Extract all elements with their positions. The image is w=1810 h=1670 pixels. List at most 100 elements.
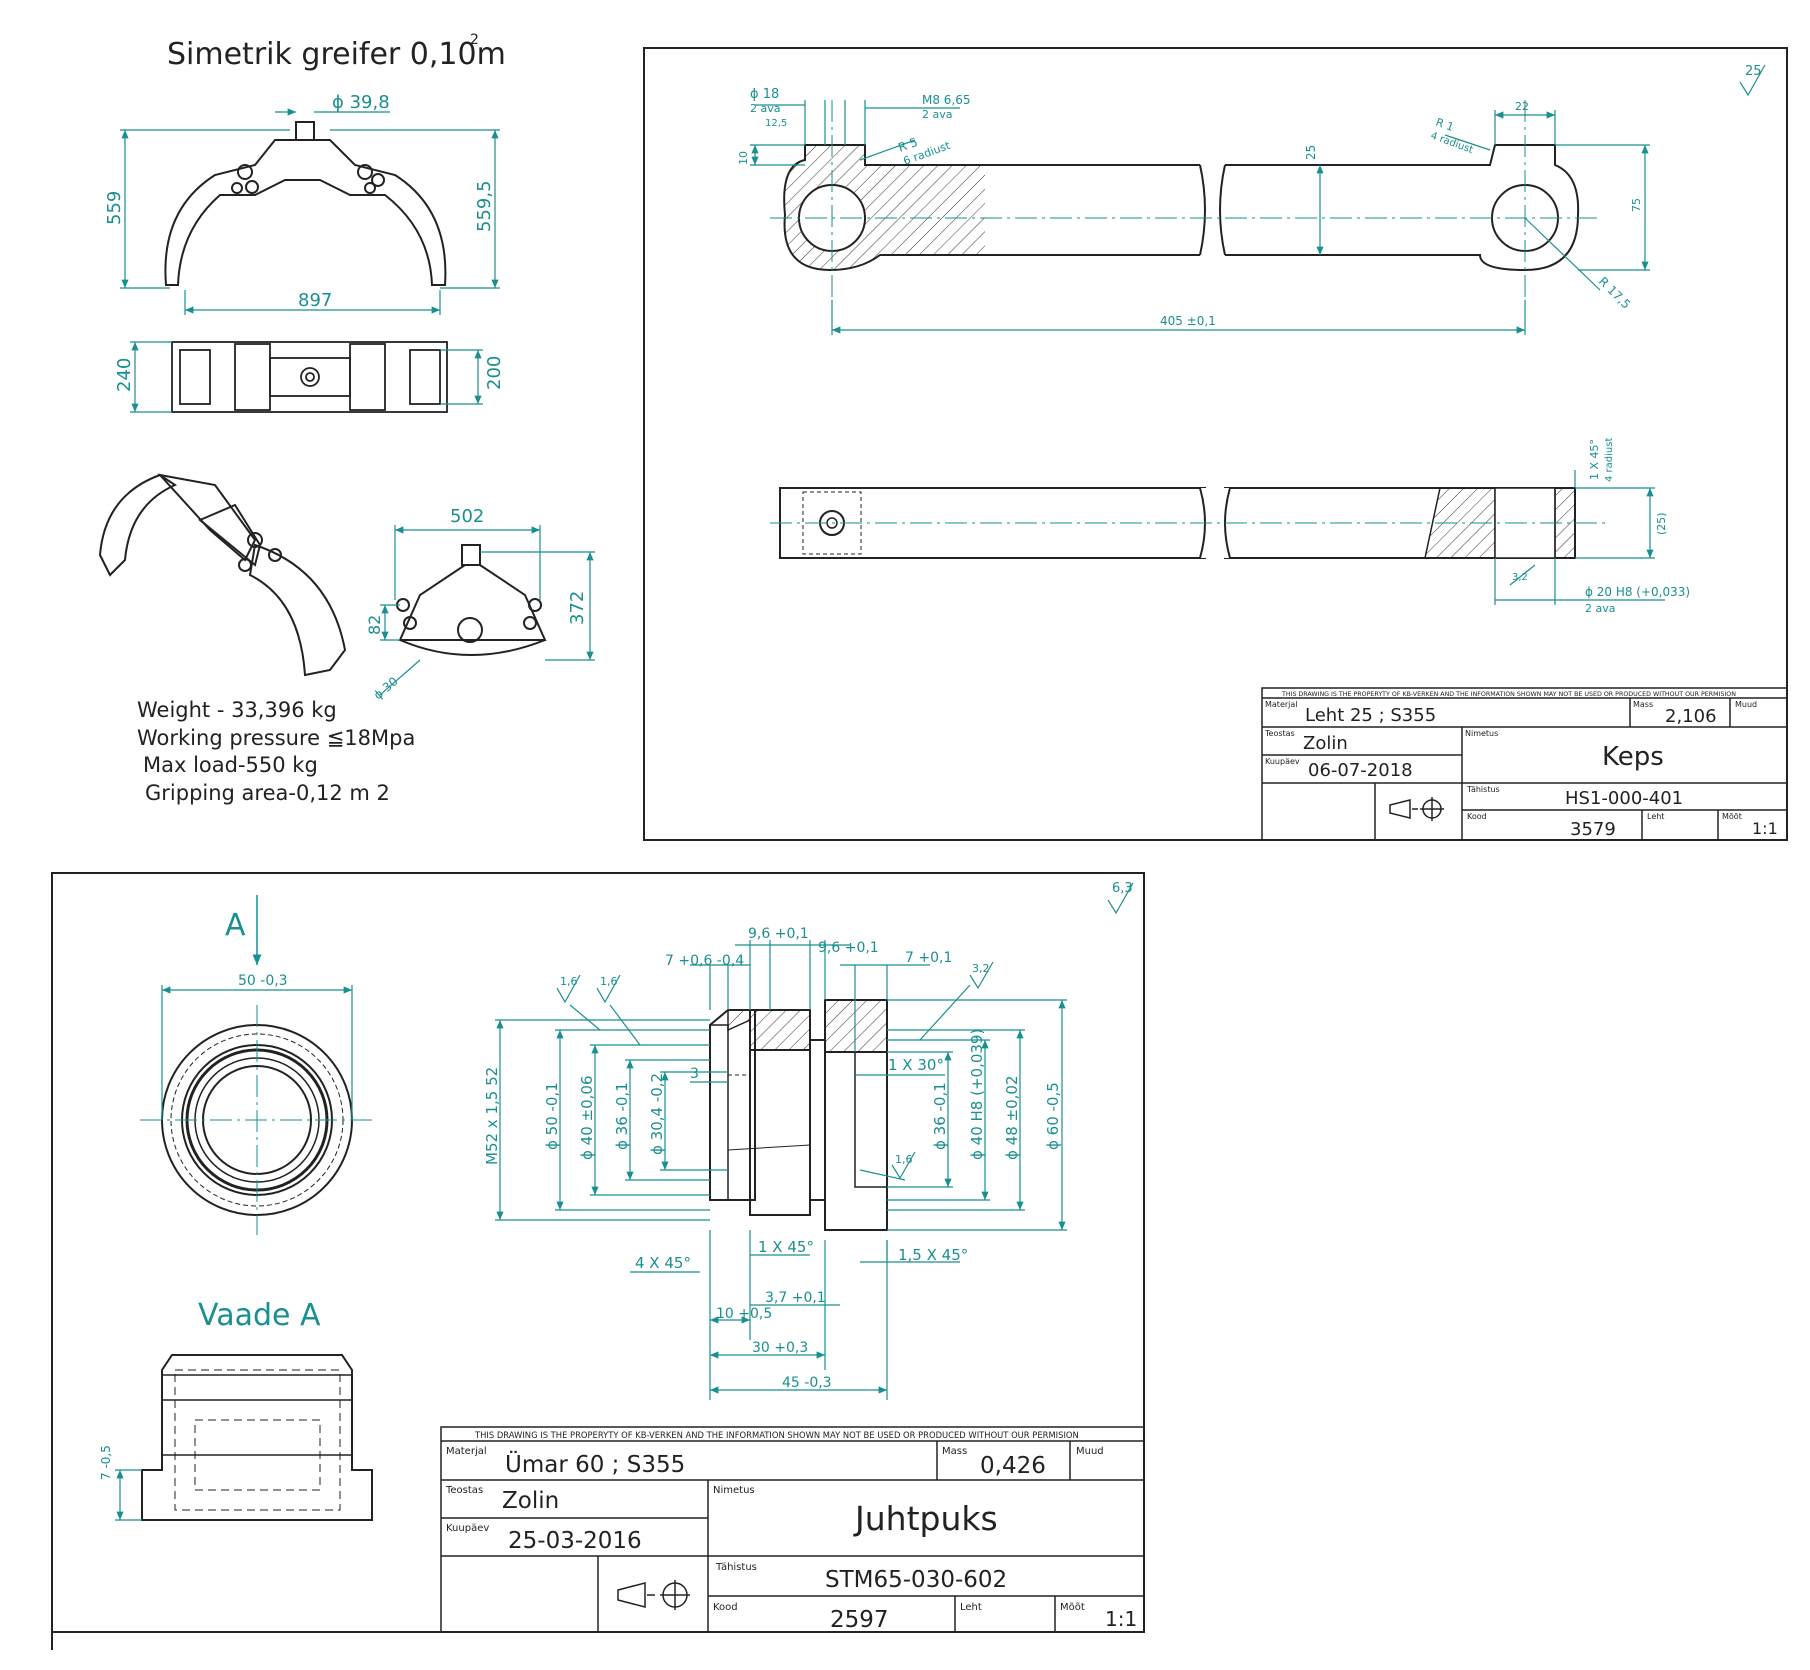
keps-tb-lbl-teostas: Teostas bbox=[1264, 729, 1295, 738]
juhtpuks-tb-lbl-teostas: Teostas bbox=[445, 1485, 483, 1496]
juhtpuks-dim-4x45: 4 X 45° bbox=[635, 1254, 691, 1272]
keps-dim-10: 10 bbox=[737, 151, 750, 165]
juhtpuks-dim-32: 3,2 bbox=[972, 962, 990, 975]
juhtpuks-tb-notice: THIS DRAWING IS THE PROPERYTY OF KB-VERK… bbox=[474, 1430, 1079, 1440]
spec-pressure: Working pressure ≦18Mpa bbox=[137, 726, 415, 750]
grapple-plan-dims bbox=[130, 341, 483, 413]
grapple-title-sup: 2 bbox=[470, 32, 479, 48]
grapple-dim-side-width: 502 bbox=[450, 506, 484, 527]
keps-dim-r1: R 1 bbox=[1434, 116, 1455, 134]
juhtpuks-dim-96a: 9,6 +0,1 bbox=[748, 926, 809, 942]
grapple-iso-view bbox=[98, 473, 347, 677]
keps-dim-25: 25 bbox=[1304, 145, 1318, 160]
grapple-dim-left: 559 bbox=[104, 191, 125, 225]
keps-tb-nimetus: Keps bbox=[1602, 742, 1664, 772]
juhtpuks-dim-15x45: 1,5 X 45° bbox=[898, 1246, 968, 1264]
juhtpuks-tb-mass: 0,426 bbox=[980, 1453, 1046, 1479]
grapple-side-view bbox=[396, 544, 547, 656]
juhtpuks-dim-d36b: ϕ 36 -0,1 bbox=[931, 1082, 949, 1150]
juhtpuks-end-view bbox=[140, 1005, 375, 1235]
keps-dim-32: 3,2 bbox=[1512, 572, 1528, 583]
juhtpuks-tb-material: Ümar 60 ; S355 bbox=[505, 1450, 685, 1478]
keps-dim-chamfer: 1 X 45° bbox=[1588, 439, 1601, 480]
juhtpuks-dim-1x30: 1 X 30° bbox=[888, 1056, 944, 1074]
keps-title-block bbox=[1261, 687, 1788, 841]
keps-tb-kood: 3579 bbox=[1570, 819, 1616, 840]
juhtpuks-dim-45: 45 -0,3 bbox=[782, 1375, 832, 1391]
juhtpuks-end-dims bbox=[161, 985, 353, 1120]
juhtpuks-dim-37: 3,7 +0,1 bbox=[765, 1290, 826, 1306]
keps-tb-moot: 1:1 bbox=[1752, 819, 1778, 838]
juhtpuks-dim-d304: ϕ 30,4 -0,2 bbox=[648, 1073, 666, 1155]
keps-dim-m8-note: 2 ava bbox=[922, 108, 953, 121]
juhtpuks-dim-16c: 1,6 bbox=[895, 1153, 913, 1166]
keps-lever-top bbox=[770, 100, 1600, 300]
juhtpuks-tb-teostas: Zolin bbox=[502, 1488, 559, 1514]
juhtpuks-dim-16b: 1,6 bbox=[600, 975, 618, 988]
keps-dim-d20-note: 2 ava bbox=[1585, 602, 1616, 615]
keps-dim-d18-note: 2 ava bbox=[750, 102, 781, 115]
juhtpuks-small-dims bbox=[115, 1469, 142, 1521]
grapple-plan-view bbox=[171, 341, 448, 413]
keps-lever-side bbox=[770, 487, 1605, 559]
keps-dim-25p: (25) bbox=[1655, 512, 1668, 535]
juhtpuks-dim-1x45: 1 X 45° bbox=[758, 1238, 814, 1256]
juhtpuks-dim-10: 10 +0,5 bbox=[716, 1306, 772, 1322]
keps-dim-m8: M8 6,65 bbox=[922, 93, 971, 107]
juhtpuks-tb-lbl-moot: Mõõt bbox=[1060, 1602, 1085, 1613]
keps-sheet: 25 bbox=[643, 47, 1788, 841]
keps-dim-r5: R 5 bbox=[896, 135, 919, 155]
grapple-section: Simetrik greifer 0,10m 2 ϕ 39,8 559 559,… bbox=[98, 32, 595, 805]
juhtpuks-section-dims bbox=[495, 940, 1067, 1400]
keps-top-dims bbox=[750, 100, 1650, 335]
spec-area: Gripping area-0,12 m 2 bbox=[145, 781, 390, 805]
juhtpuks-dim-3: 3 bbox=[690, 1066, 699, 1082]
juhtpuks-dim-50: 50 -0,3 bbox=[238, 973, 288, 989]
keps-roughness: 25 bbox=[1745, 64, 1762, 79]
juhtpuks-view-a-label: A bbox=[225, 908, 246, 943]
juhtpuks-dim-d36a: ϕ 36 -0,1 bbox=[613, 1082, 631, 1150]
keps-tb-lbl-kuupaev: Kuupäev bbox=[1265, 757, 1300, 766]
juhtpuks-tb-lbl-muud: Muud bbox=[1076, 1446, 1104, 1457]
grapple-title: Simetrik greifer 0,10m bbox=[167, 37, 506, 72]
grapple-side-dims bbox=[379, 525, 595, 696]
juhtpuks-dim-96b: 9,6 +0,1 bbox=[818, 940, 879, 956]
keps-side-dims bbox=[1494, 470, 1665, 605]
grapple-dim-plan-left: 240 bbox=[114, 358, 135, 392]
keps-dim-75: 75 bbox=[1630, 198, 1643, 212]
keps-dim-405: 405 ±0,1 bbox=[1160, 314, 1216, 328]
keps-dim-r1-note: 4 radiust bbox=[1429, 130, 1475, 156]
keps-tb-notice: THIS DRAWING IS THE PROPERYTY OF KB-VERK… bbox=[1281, 691, 1736, 698]
keps-dim-d20: ϕ 20 H8 (+0,033) bbox=[1585, 585, 1690, 599]
keps-tb-teostas: Zolin bbox=[1303, 733, 1348, 754]
juhtpuks-tb-lbl-kuupaev: Kuupäev bbox=[446, 1523, 489, 1534]
keps-dim-r175: R 17,5 bbox=[1596, 274, 1633, 311]
juhtpuks-dim-d50: ϕ 50 -0,1 bbox=[543, 1082, 561, 1150]
grapple-dim-width: 897 bbox=[298, 290, 332, 311]
keps-tb-lbl-nimetus: Nimetus bbox=[1465, 729, 1498, 738]
keps-tb-lbl-leht: Leht bbox=[1647, 812, 1664, 821]
grapple-front-view bbox=[164, 121, 447, 286]
grapple-dim-side-height: 372 bbox=[567, 591, 588, 625]
keps-roughness-symbol bbox=[1739, 64, 1766, 97]
juhtpuks-roughness-symbol bbox=[1107, 882, 1134, 915]
juhtpuks-dim-d48: ϕ 48 ±0,02 bbox=[1003, 1076, 1021, 1161]
juhtpuks-vaade-a: Vaade A bbox=[198, 1298, 321, 1333]
juhtpuks-tb-nimetus: Juhtpuks bbox=[853, 1499, 998, 1538]
keps-tb-kuupaev: 06-07-2018 bbox=[1308, 760, 1413, 781]
juhtpuks-dim-d60: ϕ 60 -0,5 bbox=[1044, 1082, 1062, 1150]
grapple-dim-side-dia: ϕ 30 bbox=[371, 674, 401, 702]
keps-dim-22: 22 bbox=[1515, 100, 1529, 113]
juhtpuks-dim-d40h8: ϕ 40 H8 (+0,039) bbox=[968, 1029, 986, 1160]
juhtpuks-tb-tahistus: STM65-030-602 bbox=[825, 1567, 1007, 1593]
juhtpuks-tb-lbl-material: Materjal bbox=[446, 1446, 487, 1457]
juhtpuks-tb-lbl-tahistus: Tähistus bbox=[715, 1562, 757, 1573]
keps-dim-125: 12,5 bbox=[765, 118, 787, 129]
grapple-dim-side-small: 82 bbox=[365, 615, 384, 635]
keps-tb-lbl-moot: Mõõt bbox=[1722, 812, 1742, 821]
juhtpuks-dim-d40: ϕ 40 ±0,06 bbox=[578, 1076, 596, 1161]
keps-tb-lbl-mass: Mass bbox=[1633, 700, 1653, 709]
juhtpuks-section bbox=[709, 999, 888, 1231]
juhtpuks-tb-lbl-kood: Kood bbox=[713, 1602, 738, 1613]
